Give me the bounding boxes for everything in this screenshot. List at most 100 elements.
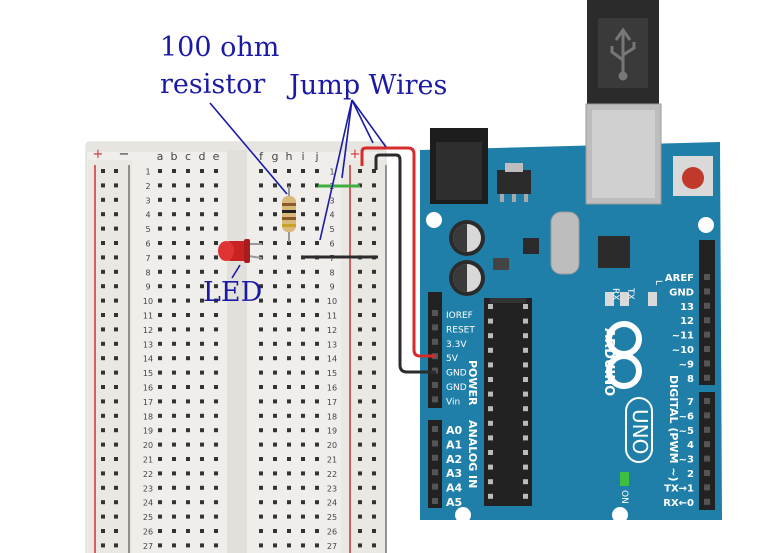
breadboard-hole[interactable] — [287, 428, 291, 433]
rail-hole[interactable] — [358, 471, 362, 476]
header-socket[interactable] — [704, 274, 710, 280]
breadboard-hole[interactable] — [273, 442, 277, 447]
breadboard-hole[interactable] — [287, 500, 291, 505]
breadboard-hole[interactable] — [172, 327, 176, 332]
breadboard-hole[interactable] — [287, 241, 291, 245]
breadboard-hole[interactable] — [315, 529, 319, 533]
breadboard-hole[interactable] — [273, 169, 277, 173]
header-socket[interactable] — [704, 441, 710, 448]
breadboard-hole[interactable] — [287, 399, 291, 404]
breadboard-hole[interactable] — [287, 471, 291, 476]
breadboard-hole[interactable] — [186, 370, 190, 375]
breadboard-hole[interactable] — [273, 226, 277, 231]
breadboard-hole[interactable] — [200, 169, 204, 173]
breadboard-hole[interactable] — [186, 457, 190, 461]
breadboard-hole[interactable] — [315, 327, 319, 332]
rail-hole[interactable] — [372, 313, 376, 317]
header-socket[interactable] — [704, 331, 710, 338]
breadboard-hole[interactable] — [301, 457, 305, 461]
breadboard-hole[interactable] — [158, 255, 162, 260]
breadboard-hole[interactable] — [200, 399, 204, 404]
breadboard-hole[interactable] — [301, 169, 305, 173]
breadboard-hole[interactable] — [259, 413, 263, 418]
breadboard-hole[interactable] — [214, 370, 218, 375]
rail-hole[interactable] — [372, 413, 376, 418]
breadboard-hole[interactable] — [273, 485, 277, 490]
breadboard-hole[interactable] — [158, 183, 162, 188]
breadboard-hole[interactable] — [158, 284, 162, 289]
breadboard-hole[interactable] — [214, 399, 218, 404]
breadboard-hole[interactable] — [186, 543, 190, 548]
breadboard-hole[interactable] — [186, 269, 190, 274]
breadboard-hole[interactable] — [287, 313, 291, 317]
rail-hole[interactable] — [358, 327, 362, 332]
rail-hole[interactable] — [372, 457, 376, 461]
breadboard-hole[interactable] — [214, 226, 218, 231]
rail-hole[interactable] — [101, 241, 105, 245]
breadboard-hole[interactable] — [259, 226, 263, 231]
breadboard-hole[interactable] — [214, 385, 218, 389]
breadboard-hole[interactable] — [200, 471, 204, 476]
breadboard-hole[interactable] — [259, 428, 263, 433]
breadboard-hole[interactable] — [186, 183, 190, 188]
breadboard-hole[interactable] — [259, 284, 263, 289]
breadboard-hole[interactable] — [273, 284, 277, 289]
rail-hole[interactable] — [101, 327, 105, 332]
rail-hole[interactable] — [358, 313, 362, 317]
breadboard-hole[interactable] — [186, 356, 190, 361]
breadboard-hole[interactable] — [158, 543, 162, 548]
breadboard-hole[interactable] — [315, 298, 319, 303]
rail-hole[interactable] — [101, 370, 105, 375]
rail-hole[interactable] — [358, 226, 362, 231]
breadboard-hole[interactable] — [301, 183, 305, 188]
breadboard-hole[interactable] — [158, 356, 162, 361]
breadboard-hole[interactable] — [172, 197, 176, 202]
rail-hole[interactable] — [358, 197, 362, 202]
breadboard-hole[interactable] — [259, 457, 263, 461]
breadboard-hole[interactable] — [315, 313, 319, 317]
breadboard-hole[interactable] — [172, 370, 176, 375]
rail-hole[interactable] — [358, 284, 362, 289]
breadboard-hole[interactable] — [186, 529, 190, 533]
breadboard-hole[interactable] — [200, 226, 204, 231]
breadboard-hole[interactable] — [259, 212, 263, 217]
rail-hole[interactable] — [114, 442, 118, 447]
breadboard-hole[interactable] — [186, 500, 190, 505]
breadboard-hole[interactable] — [158, 298, 162, 303]
breadboard-hole[interactable] — [172, 500, 176, 505]
breadboard-hole[interactable] — [200, 313, 204, 317]
breadboard-hole[interactable] — [158, 500, 162, 505]
breadboard-hole[interactable] — [273, 341, 277, 346]
rail-hole[interactable] — [101, 485, 105, 490]
rail-hole[interactable] — [101, 341, 105, 346]
breadboard-hole[interactable] — [273, 183, 277, 188]
breadboard-hole[interactable] — [186, 399, 190, 404]
rail-hole[interactable] — [114, 399, 118, 404]
breadboard-hole[interactable] — [273, 399, 277, 404]
rail-hole[interactable] — [101, 399, 105, 404]
breadboard-hole[interactable] — [273, 197, 277, 202]
breadboard-hole[interactable] — [259, 399, 263, 404]
rail-hole[interactable] — [372, 284, 376, 289]
breadboard-hole[interactable] — [259, 385, 263, 389]
rail-hole[interactable] — [372, 197, 376, 202]
breadboard-hole[interactable] — [172, 529, 176, 533]
rail-hole[interactable] — [101, 197, 105, 202]
header-socket[interactable] — [432, 396, 438, 403]
breadboard-hole[interactable] — [301, 356, 305, 361]
rail-hole[interactable] — [114, 183, 118, 188]
breadboard-hole[interactable] — [158, 212, 162, 217]
rail-hole[interactable] — [114, 385, 118, 389]
breadboard-hole[interactable] — [186, 169, 190, 173]
rail-hole[interactable] — [358, 442, 362, 447]
breadboard-hole[interactable] — [287, 413, 291, 418]
breadboard-hole[interactable] — [259, 327, 263, 332]
breadboard-hole[interactable] — [172, 356, 176, 361]
breadboard-hole[interactable] — [158, 514, 162, 519]
breadboard-hole[interactable] — [186, 212, 190, 217]
rail-hole[interactable] — [114, 543, 118, 548]
rail-hole[interactable] — [101, 529, 105, 533]
breadboard-hole[interactable] — [172, 313, 176, 317]
breadboard-hole[interactable] — [259, 442, 263, 447]
rail-hole[interactable] — [358, 212, 362, 217]
